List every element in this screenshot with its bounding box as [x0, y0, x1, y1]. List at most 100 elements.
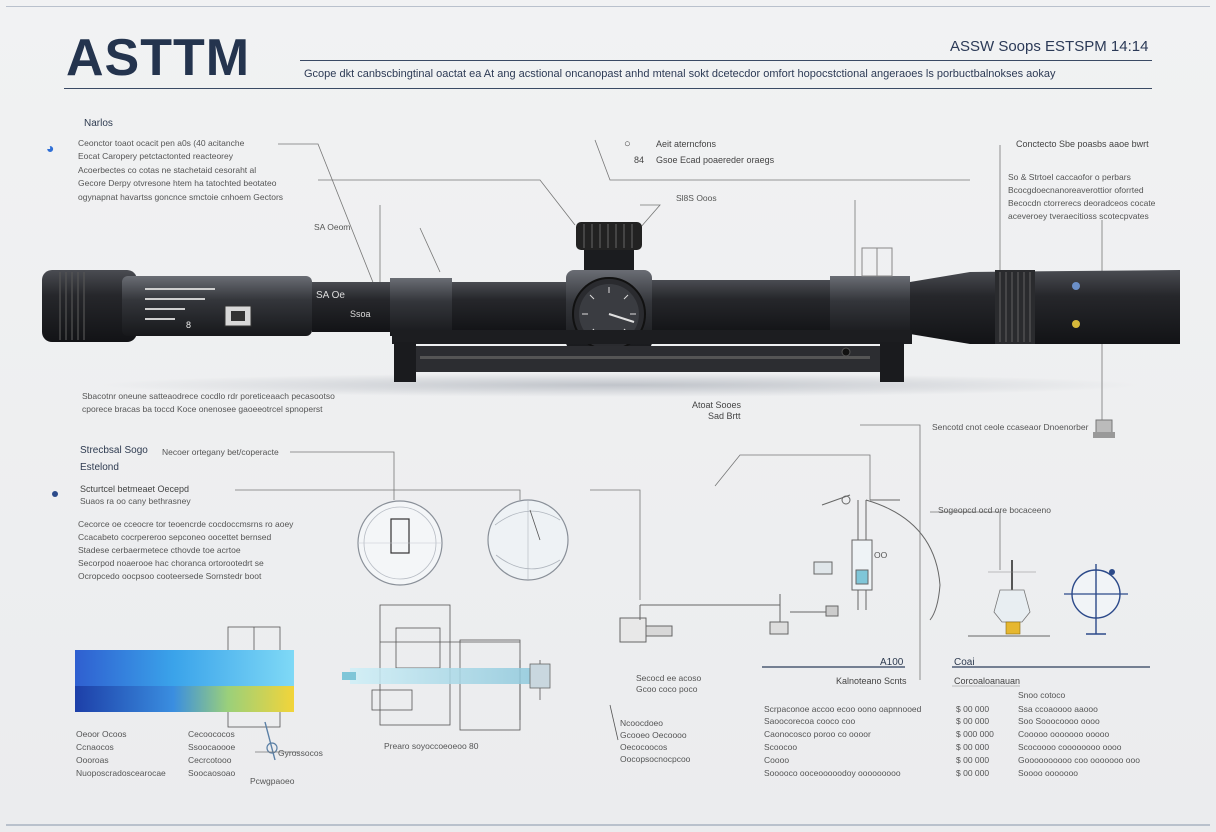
spectrum-bar: [75, 650, 294, 712]
lens-view-right: [487, 499, 569, 581]
glass-tube: [350, 668, 540, 684]
mid-right-axis-a: OO: [874, 550, 888, 560]
top-frame-line: [6, 6, 1210, 7]
top-right-line-4: aceveroey tveraecitioss scotecpvates: [1008, 211, 1149, 221]
top-center-mid-label: Sl8S Ooos: [676, 193, 717, 203]
bottom-left-col1-3: Oooroas: [76, 755, 109, 765]
top-center-marker-2: 84: [634, 155, 645, 165]
mid-left-line-2: Ccacabeto cocrpereroo sepconeo oocettet …: [78, 532, 272, 542]
bottom-center-tube-label-2: Gcoo coco poco: [636, 684, 698, 694]
table-right-sub: Snoo cotoco: [1018, 690, 1066, 700]
riflescope: [42, 222, 1180, 438]
top-center-row-2: Gsoe Ecad poaereder oraegs: [656, 155, 775, 165]
bottom-center-caption: Prearo soyoccoeoeoo 80: [384, 741, 479, 751]
scope-brand: Ssoa: [350, 309, 371, 319]
below-scope-center-sub: Sad Brtt: [708, 411, 741, 421]
bullet-icon: [52, 491, 58, 497]
bottom-left-col1-2: Ccnaocos: [76, 742, 114, 752]
top-left-line-3: Acoerbectes co cotas ne stachetaid cesor…: [78, 165, 257, 175]
info-icon: ◕: [46, 140, 55, 156]
bottom-left-col3-1: Gyrossocos: [278, 748, 323, 758]
scope-turret-num: 8: [186, 320, 192, 330]
top-left-heading: Narlos: [84, 118, 113, 129]
bottom-left-col1-4: Nuoposcradoscearocae: [76, 768, 166, 778]
mid-left-callout: Necoer ortegany bet/coperacte: [162, 447, 279, 457]
mid-left-line-5: Ocropcedo oocpsoo cooteersede Sornstedr …: [78, 571, 262, 581]
table-right-head-2: Corcoaloanauan: [954, 676, 1021, 686]
below-scope-line-1: Sbacotnr oneune satteaodrece cocdlo rdr …: [82, 391, 335, 401]
standard-number: ASSW Soops ESTSPM 14:14: [950, 38, 1149, 55]
top-left-line-4: Gecore Derpy otvresone htem ha tatochted…: [78, 178, 277, 188]
mid-left-sub-line: Suaos ra oo cany bethrasney: [80, 496, 191, 506]
bottom-center-list-3: Oecocoocos: [620, 742, 668, 752]
bottom-left-col1-1: Oeoor Ocoos: [76, 729, 127, 739]
bottom-left-col2-2: Ssoocaoooe: [188, 742, 236, 752]
marker-a-icon: ○: [624, 138, 631, 150]
bottom-frame-line: [6, 824, 1210, 826]
lens-view-left: [357, 500, 443, 586]
objective-bell: [910, 270, 1180, 344]
top-left-line-1: Ceonctor toaot ocacit pen a0s (40 acitan…: [78, 138, 245, 148]
top-right-line-3: Becocdn ctorrerecs deoradceos cocate: [1008, 198, 1156, 208]
front-ring: [830, 276, 910, 338]
bottom-center-list-4: Oocopsocnocpcoo: [620, 754, 691, 764]
mid-left-heading-2: Estelond: [80, 462, 119, 473]
mid-right-label: Sogeopcd ocd ore bocaceeno: [938, 505, 1051, 515]
top-left-line-2: Eocat Caropery petctactonted reacteorey: [78, 151, 233, 161]
mid-left-sub-heading: Scturtcel betmeaet Oecepd: [80, 484, 190, 494]
table-right-head-1: Coai: [954, 657, 975, 668]
table-value-6: $ 00 000: [956, 768, 990, 778]
bottom-left-col2-4: Soocaosoao: [188, 768, 236, 778]
top-left-line-5: ogynapnat havartss goncnce smctoie cnhoe…: [78, 192, 284, 202]
table-left-head: Kalnoteano Scnts: [836, 676, 907, 686]
bottom-center-list-2: Gcooeo Oecoooo: [620, 730, 687, 740]
top-right-heading: Conctecto Sbe poasbs aaoe bwrt: [1016, 139, 1149, 149]
top-center-side-label: SA Oeom: [314, 222, 351, 232]
scope-body-text: SA Oe: [316, 290, 345, 301]
mid-left-line-4: Secorpod noaerooe hac choranca ortoroote…: [78, 558, 264, 568]
mid-left-heading-1: Strecbsal Sogo: [80, 445, 148, 456]
table-left-row-6: Sooooco ooceooooodoy ooooooooo: [764, 768, 901, 778]
table-right-row-1: Ssa ccoaoooo aaooo: [1018, 704, 1098, 714]
rear-ring: [390, 278, 452, 336]
table-right-row-5: Goooooooooo coo ooooooo ooo: [1018, 755, 1140, 765]
mid-left-line-1: Cecorce oe cceocre tor teoencrde cocdocc…: [78, 519, 294, 529]
ocular-housing: [122, 276, 312, 336]
flask-apparatus: [968, 560, 1050, 637]
top-right-line-2: Bcocgdoecnanoreaverottior oforrted: [1008, 185, 1144, 195]
table-left-head-num: A100: [880, 657, 904, 668]
page-title: ASTTM: [66, 29, 251, 87]
mount-rail: [392, 330, 912, 344]
table-left-row-2: Saoocorecoa cooco coo: [764, 716, 856, 726]
bottom-center-list-1: Ncoocdoeo: [620, 718, 664, 728]
bottom-left-col2-1: Cecoococos: [188, 729, 235, 739]
top-right-line-1: So & Strtoel caccaofor o perbars: [1008, 172, 1131, 182]
header-rule-top: [300, 60, 1152, 61]
table-left-row-5: Coooo: [764, 755, 790, 765]
table-right-row-3: Cooooo ooooooo ooooo: [1018, 729, 1110, 739]
header-rule-bottom: [64, 88, 1152, 89]
below-scope-right-label: Sencotd cnot ceole ccaseaor Dnoenorber: [932, 422, 1089, 432]
top-center-row-1: Aeit aterncfons: [656, 139, 717, 149]
test-fixture: [619, 494, 941, 643]
table-value-2: $ 00 000: [956, 716, 990, 726]
bottom-left-col2-3: Cecrcotooo: [188, 755, 232, 765]
table-left-row-4: Scoocoo: [764, 742, 798, 752]
bottom-center-tube-label-1: Secocd ee acoso: [636, 673, 702, 683]
main-tube-front: [652, 280, 832, 334]
table-right-row-6: Soooo ooooooo: [1018, 768, 1079, 778]
leader-lines-mid: [235, 424, 1001, 680]
mid-left-line-3: Stadese cerbaermetece cthovde toe acrtoe: [78, 545, 241, 555]
table-value-1: $ 00 000: [956, 704, 990, 714]
header-subtitle: Gcope dkt canbscbingtinal oactat ea At a…: [304, 68, 1056, 80]
table-value-4: $ 00 000: [956, 742, 990, 752]
globe-apparatus: [1064, 564, 1128, 635]
below-scope-line-2: cporece bracas ba toccd Koce onenosee ga…: [82, 404, 323, 414]
table-left-row-1: Scrpaconoe accoo ecoo oono oapnnooed: [764, 704, 922, 714]
table-value-3: $ 000 000: [956, 729, 994, 739]
table-value-5: $ 00 000: [956, 755, 990, 765]
table-right-row-2: Soo Sooocoooo oooo: [1018, 716, 1100, 726]
table-right-row-4: Scocoooo coooooooo oooo: [1018, 742, 1122, 752]
